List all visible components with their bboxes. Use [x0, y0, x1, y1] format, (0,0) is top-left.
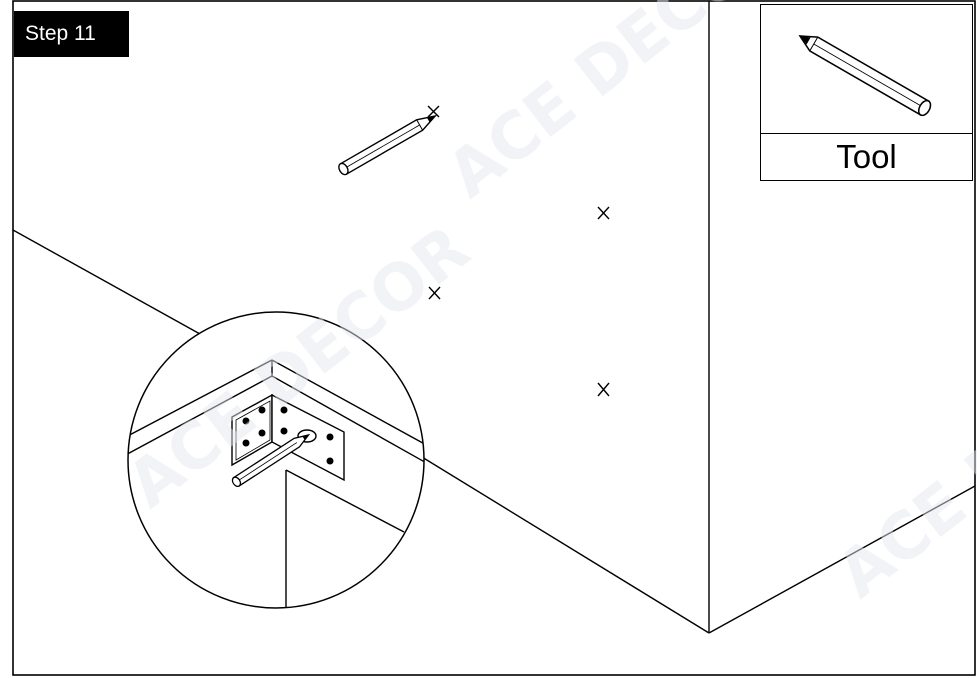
watermark: ACE DECOR — [824, 302, 977, 613]
tool-pencil-illustration — [798, 35, 932, 117]
mark-x-icon — [428, 286, 441, 300]
watermark: ACE DECOR — [434, 0, 803, 213]
mark-x-icon — [597, 382, 610, 397]
pencil-icon — [338, 114, 438, 176]
tool-panel: Tool — [760, 4, 973, 181]
step-badge: Step 11 — [14, 11, 129, 57]
pencil-icon — [798, 35, 932, 117]
l-bracket-icon — [231, 393, 345, 482]
mark-x-icon — [427, 105, 440, 118]
tool-divider — [761, 133, 972, 134]
mark-x-icon — [597, 206, 610, 220]
pencil-icon — [231, 433, 311, 488]
mark-x-icon — [427, 105, 610, 397]
cabinet-outline — [12, 1, 976, 634]
diagram-frame — [12, 0, 976, 676]
tool-label: Tool — [836, 138, 897, 175]
step-label: Step 11 — [25, 22, 96, 45]
